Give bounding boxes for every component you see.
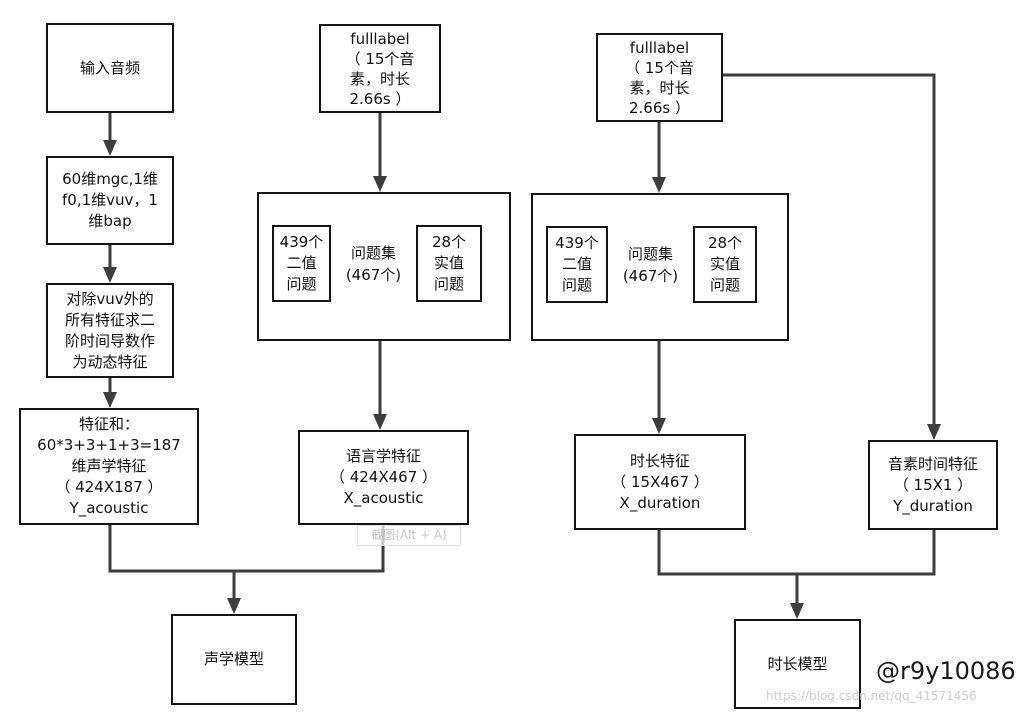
question-set-title: 问题集 (467个) [331,225,416,302]
fulllabel-line: （ 15个音 [625,58,694,77]
duration-features-box: 时长特征 （ 15X467 ） X_duration [574,434,746,530]
arrowhead-duration-features [652,418,666,434]
binary-questions-line: 二值 [286,254,317,272]
question-set-box-duration: 439个 二值 问题 问题集 (467个) 28个 实值 问题 [531,193,789,341]
feature-sum-line: 维声学特征 [71,457,147,475]
real-questions-line: 28个 [707,234,743,252]
fulllabel-line: fulllabel [629,38,690,57]
duration-features-line: X_duration [619,493,701,512]
binary-questions-line: 二值 [561,255,592,273]
question-set-title-line: 问题集 [350,243,396,262]
author-watermark: @r9y10086 [876,657,1016,685]
duration-features-line: （ 15X467 ） [611,472,709,491]
binary-questions-line: 439个 [279,233,324,251]
binary-questions-line: 问题 [561,276,592,294]
feature-sum-line: 特征和： [78,415,139,433]
fulllabel-line: （ 15个音 [345,49,415,68]
arrowhead-questions-right [652,177,666,193]
duration-model-box: 时长模型 [734,619,861,709]
dynamic-features-line: 阶时间导数作 [64,331,155,350]
fulllabel-line: 2.66s ） [349,89,411,108]
feature-sum-line: （ 424X187 ） [55,478,163,496]
real-questions-box: 28个 实值 问题 [693,226,757,303]
duration-model-text: 时长模型 [767,654,828,673]
phoneme-time-features-line: （ 15X1 ） [893,475,973,494]
real-questions-line: 实值 [709,255,740,273]
phoneme-time-features-line: Y_duration [893,496,973,515]
question-set-box-acoustic: 439个 二值 问题 问题集 (467个) 28个 实值 问题 [257,192,511,341]
phoneme-time-features-line: 音素时间特征 [887,454,978,473]
dynamic-features-line: 对除vuv外的 [66,289,154,308]
raw-features-line: f0,1维vuv，1 [62,191,158,209]
arrowheads [103,140,941,619]
linguistic-features-line: X_acoustic [343,489,424,507]
fulllabel-box-duration: fulllabel （ 15个音 素，时长 2.66s ） [596,33,723,122]
question-set-count-line: (467个) [345,265,402,284]
arrowhead-duration-model [790,603,804,619]
fulllabel-line: 素，时长 [629,78,690,97]
linguistic-features-line: （ 424X467 ） [329,468,438,486]
arrowhead-sum [103,392,117,408]
dynamic-features-line: 所有特征求二 [64,310,155,329]
input-audio-text: 输入音频 [79,58,140,77]
duration-features-line: 时长特征 [629,451,690,470]
acoustic-model-text: 声学模型 [203,650,264,668]
binary-questions-box: 439个 二值 问题 [546,226,608,303]
connector-lines [108,73,936,605]
screenshot-tooltip: 截图(Alt + A) [357,525,461,546]
binary-questions-line: 问题 [286,275,317,293]
input-audio-box: 输入音频 [46,23,174,113]
arrowhead-raw-features [103,140,117,156]
question-set-title-line: 问题集 [627,244,673,263]
question-set-title: 问题集 (467个) [608,226,693,303]
fulllabel-line: 素，时长 [349,69,410,88]
binary-questions-line: 439个 [555,234,599,252]
real-questions-line: 实值 [433,254,464,272]
real-questions-line: 问题 [433,275,464,293]
raw-features-line: 60维mgc,1维 [62,170,158,188]
raw-features-box: 60维mgc,1维 f0,1维vuv，1 维bap [46,156,174,245]
feature-sum-line: Y_acoustic [69,499,149,517]
linguistic-features-line: 语言学特征 [345,447,421,465]
real-questions-line: 28个 [431,233,467,251]
arrowhead-acoustic-model [227,598,241,614]
question-set-count-line: (467个) [622,266,679,285]
acoustic-model-box: 声学模型 [171,614,297,705]
binary-questions-box: 439个 二值 问题 [272,225,331,302]
real-questions-line: 问题 [709,276,740,294]
acoustic-merge-connector [108,525,385,573]
arrowhead-dynamic [103,267,117,283]
fulllabel-line: 2.66s ） [629,98,690,117]
fulllabel-line: fulllabel [350,29,410,48]
feature-sum-box: 特征和： 60*3+3+1+3=187 维声学特征 （ 424X187 ） Y_… [19,408,199,525]
arrow-fulllabel-to-phoneme-time-line [723,73,936,426]
source-url-watermark: https://blog.csdn.net/qq_41571456 [766,689,977,703]
arrowhead-linguistic [373,414,387,430]
real-questions-box: 28个 实值 问题 [416,225,482,302]
duration-merge-connector [657,530,936,576]
phoneme-time-features-box: 音素时间特征 （ 15X1 ） Y_duration [868,440,998,530]
arrowhead-phoneme-time [927,424,941,440]
dynamic-features-line: 为动态特征 [72,352,148,371]
raw-features-line: 维bap [88,212,132,230]
feature-sum-line: 60*3+3+1+3=187 [37,436,181,454]
dynamic-features-box: 对除vuv外的 所有特征求二 阶时间导数作 为动态特征 [46,283,174,378]
linguistic-features-box: 语言学特征 （ 424X467 ） X_acoustic [298,430,469,525]
fulllabel-box-acoustic: fulllabel （ 15个音 素，时长 2.66s ） [319,24,441,113]
arrowhead-questions-left [373,176,387,192]
